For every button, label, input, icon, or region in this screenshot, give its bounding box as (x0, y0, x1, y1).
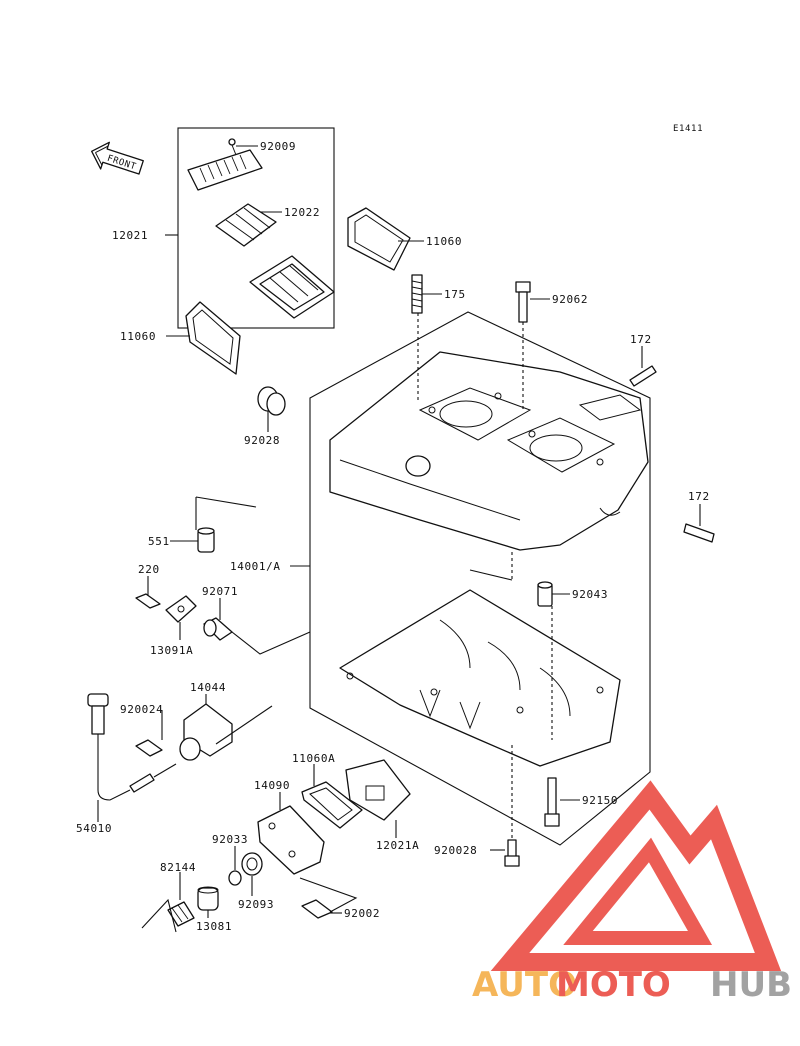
stud-172-right (683, 523, 715, 543)
leader-lines (97, 145, 701, 933)
label-92028: 92028 (244, 434, 280, 447)
grommet-92071 (203, 617, 233, 641)
label-92009: 92009 (260, 140, 296, 153)
bolt-92150 (544, 777, 560, 827)
upper-crankcase (329, 351, 649, 551)
reed-valve-cage (249, 255, 335, 319)
label-92093: 92093 (238, 898, 274, 911)
label-172-right: 172 (688, 490, 710, 503)
label-11060-left: 11060 (120, 330, 156, 343)
sleeve-13081 (197, 886, 219, 911)
reed-12021A (345, 759, 411, 821)
reed-petals-12022 (215, 203, 277, 247)
label-172-upper: 172 (630, 333, 652, 346)
label-220: 220 (138, 563, 160, 576)
stud-172-upper (629, 365, 657, 387)
label-92043: 92043 (572, 588, 608, 601)
cable-54010 (87, 693, 177, 801)
seal-92093 (241, 852, 263, 876)
label-54010: 54010 (76, 822, 112, 835)
label-13081: 13081 (196, 920, 232, 933)
watermark-moto: MOTO (556, 965, 671, 1005)
watermark-hub: HUB (710, 965, 792, 1005)
dowel-92043 (537, 581, 553, 607)
label-92150: 92150 (582, 794, 618, 807)
label-12022: 12022 (284, 206, 320, 219)
bolt-92002 (301, 899, 333, 919)
logo-inner-triangle-icon (563, 837, 713, 945)
bolt-92062 (515, 281, 531, 323)
label-12021: 12021 (112, 229, 148, 242)
label-82144: 82144 (160, 861, 196, 874)
gasket-11060-upper (347, 207, 411, 271)
lower-crankcase (339, 589, 621, 767)
dowel-pin-551 (197, 527, 215, 553)
watermark-logo: AUTO MOTO HUB (472, 780, 792, 1005)
diagram-code: E1411 (673, 124, 703, 134)
logo-triangle-icon (490, 780, 782, 971)
bolt-920024 (135, 739, 163, 757)
label-11060A: 11060A (292, 752, 335, 765)
label-14001A: 14001/A (230, 560, 281, 573)
screw-92009 (228, 138, 237, 156)
plate-13091A (165, 595, 197, 623)
stud-175 (411, 274, 423, 314)
clip-92033 (228, 870, 242, 886)
label-920028: 920028 (434, 844, 477, 857)
label-92002: 92002 (344, 907, 380, 920)
part-labels: 92009 12022 12021 11060 11060 175 92062 … (76, 140, 710, 933)
label-14090: 14090 (254, 779, 290, 792)
label-92071: 92071 (202, 585, 238, 598)
spring-82144 (167, 901, 195, 927)
label-14044: 14044 (190, 681, 226, 694)
label-175: 175 (444, 288, 466, 301)
crankcase-boundary (309, 311, 651, 846)
label-92033: 92033 (212, 833, 248, 846)
bearing-92028 (257, 386, 286, 416)
gasket-11060A (301, 781, 363, 829)
cover-14090 (257, 805, 325, 875)
bolt-920028 (504, 839, 520, 867)
gasket-11060-left (185, 301, 241, 375)
front-arrow-icon: FRONT (91, 141, 144, 175)
label-92062: 92062 (552, 293, 588, 306)
label-920024: 920024 (120, 703, 163, 716)
label-11060-upper: 11060 (426, 235, 462, 248)
watermark-auto: AUTO (472, 965, 577, 1005)
label-13091A: 13091A (150, 644, 193, 657)
reed-stopper-plate (187, 149, 263, 191)
label-551: 551 (148, 535, 170, 548)
cover-14044 (179, 703, 233, 761)
bolt-220 (135, 593, 161, 609)
label-12021A: 12021A (376, 839, 419, 852)
reed-valve-assembly-box (165, 127, 335, 329)
